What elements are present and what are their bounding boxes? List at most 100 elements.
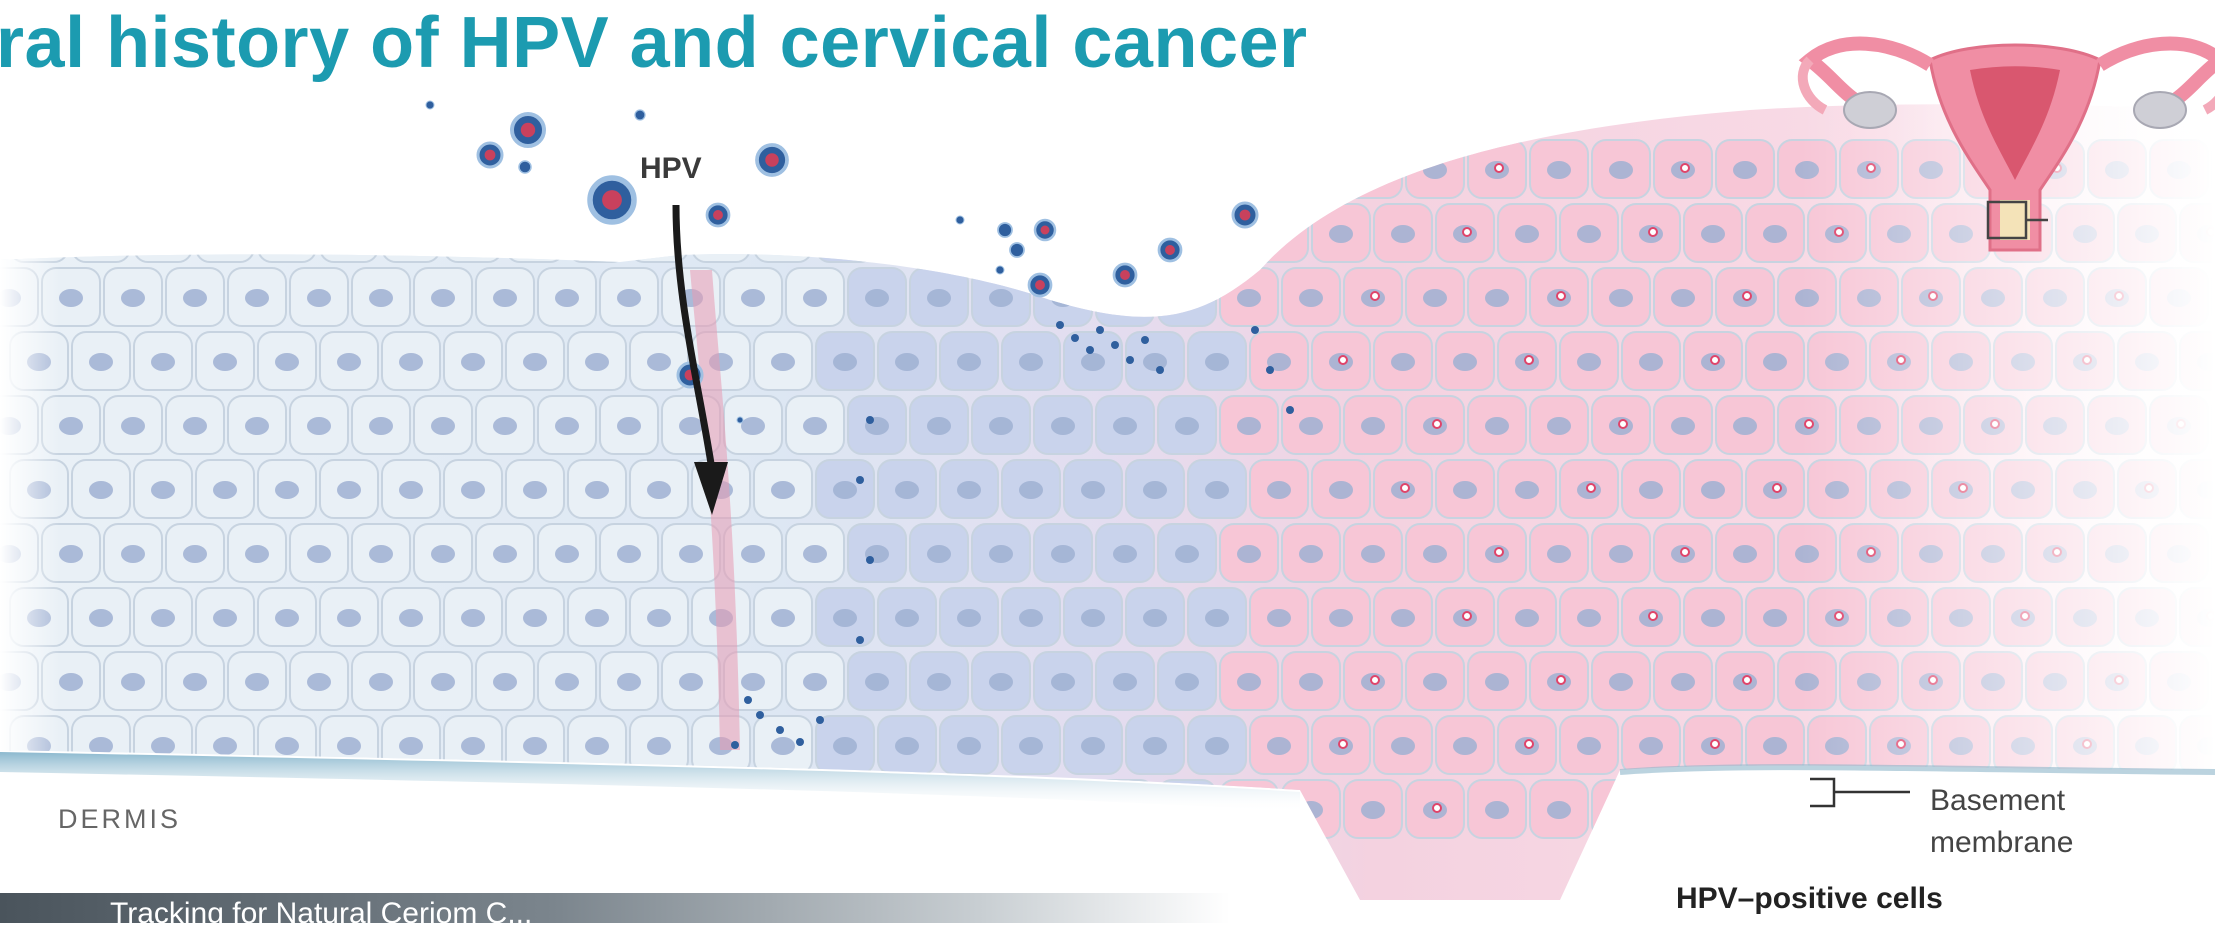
transformed-cell — [1468, 268, 1526, 326]
epithelial-cell — [1064, 716, 1122, 774]
epithelial-cell — [1188, 716, 1246, 774]
virus-particle-icon — [796, 738, 804, 746]
epithelial-cell — [1096, 396, 1154, 454]
virus-particle-icon — [512, 114, 544, 146]
epithelial-cell — [134, 204, 192, 262]
epithelial-cell — [568, 460, 626, 518]
epithelial-cell — [352, 652, 410, 710]
epithelial-cell — [1126, 460, 1184, 518]
transformed-cell — [1592, 396, 1650, 454]
transformed-cell — [1684, 332, 1742, 390]
epithelial-cell — [506, 588, 564, 646]
epithelial-cell — [414, 268, 472, 326]
epithelial-cell — [754, 716, 812, 774]
epithelial-cell — [414, 780, 472, 838]
epithelial-cell — [290, 268, 348, 326]
epithelial-cell — [848, 140, 906, 198]
transformed-cell — [1436, 716, 1494, 774]
virus-particle-icon — [1111, 341, 1119, 349]
epithelial-cell — [910, 524, 968, 582]
transformed-cell — [1840, 780, 1898, 838]
epithelial-cell — [1188, 588, 1246, 646]
epithelial-cell — [506, 332, 564, 390]
epithelial-cell — [72, 460, 130, 518]
epithelial-cell — [382, 588, 440, 646]
epithelial-cell — [910, 140, 968, 198]
virus-particle-icon — [1114, 264, 1136, 286]
epithelial-cell — [444, 332, 502, 390]
epithelial-cell — [72, 204, 130, 262]
transformed-cell — [1746, 204, 1804, 262]
transformed-cell — [1530, 524, 1588, 582]
epithelial-cell — [972, 524, 1030, 582]
epithelial-cell — [1064, 588, 1122, 646]
epithelial-cell — [228, 780, 286, 838]
epithelial-cell — [816, 332, 874, 390]
epithelial-cell — [258, 588, 316, 646]
epithelial-cell — [166, 652, 224, 710]
transformed-cell — [1312, 716, 1370, 774]
epithelial-cell — [476, 396, 534, 454]
transformed-cell — [1374, 332, 1432, 390]
epithelial-cell — [0, 140, 38, 198]
epithelial-cell — [134, 332, 192, 390]
transformed-cell — [1684, 588, 1742, 646]
footer-text: Tracking for Natural Ceriom C... — [110, 897, 532, 931]
epithelial-cell — [104, 652, 162, 710]
epithelial-cell — [538, 652, 596, 710]
epithelial-cell — [444, 204, 502, 262]
epithelial-cell — [290, 524, 348, 582]
transformed-cell — [1592, 652, 1650, 710]
hpv-label: HPV — [640, 152, 702, 186]
transformed-cell — [1344, 268, 1402, 326]
transformed-cell — [1406, 524, 1464, 582]
virus-particle-icon — [1156, 366, 1164, 374]
virus-particle-icon — [1266, 366, 1274, 374]
virus-particle-icon — [1071, 334, 1079, 342]
epithelial-cell — [1188, 332, 1246, 390]
virus-particle-icon — [590, 178, 634, 222]
virus-particle-icon — [707, 204, 729, 226]
virus-particle-icon — [1286, 406, 1294, 414]
epithelial-cell — [1034, 396, 1092, 454]
transformed-cell — [1778, 780, 1836, 838]
epithelial-cell — [1158, 268, 1216, 326]
transformed-cell — [1220, 140, 1278, 198]
virus-particle-icon — [519, 161, 531, 173]
transformed-cell — [1250, 204, 1308, 262]
epithelial-cell — [196, 588, 254, 646]
transformed-cell — [1530, 268, 1588, 326]
virus-particle-icon — [737, 417, 743, 423]
epithelial-cell — [444, 460, 502, 518]
epithelial-cell — [352, 396, 410, 454]
epithelial-cell — [228, 524, 286, 582]
epithelial-cell — [196, 332, 254, 390]
transformed-cell — [1344, 780, 1402, 838]
transformed-cell — [1374, 204, 1432, 262]
epithelial-cell — [878, 204, 936, 262]
epithelial-cell — [72, 588, 130, 646]
transformed-cell — [1436, 332, 1494, 390]
transformed-cell — [1468, 652, 1526, 710]
transformed-cell — [2150, 780, 2208, 838]
epithelial-cell — [786, 140, 844, 198]
epithelial-cell — [0, 780, 38, 838]
transformed-cell — [1716, 140, 1774, 198]
epithelial-cell — [476, 652, 534, 710]
virus-particle-icon — [756, 711, 764, 719]
epithelial-cell — [568, 332, 626, 390]
epithelial-cell — [104, 396, 162, 454]
transformed-cell — [1344, 140, 1402, 198]
transformed-cell — [1406, 652, 1464, 710]
epithelial-cell — [754, 588, 812, 646]
transformed-cell — [1530, 140, 1588, 198]
epithelial-cell — [1034, 524, 1092, 582]
epithelial-cell — [1158, 140, 1216, 198]
epithelial-cell — [352, 780, 410, 838]
virus-particle-icon — [776, 726, 784, 734]
transformed-cell — [1530, 780, 1588, 838]
epithelial-cell — [320, 588, 378, 646]
epithelial-cell — [1034, 140, 1092, 198]
transformed-cell — [1406, 268, 1464, 326]
transformed-cell — [1220, 396, 1278, 454]
